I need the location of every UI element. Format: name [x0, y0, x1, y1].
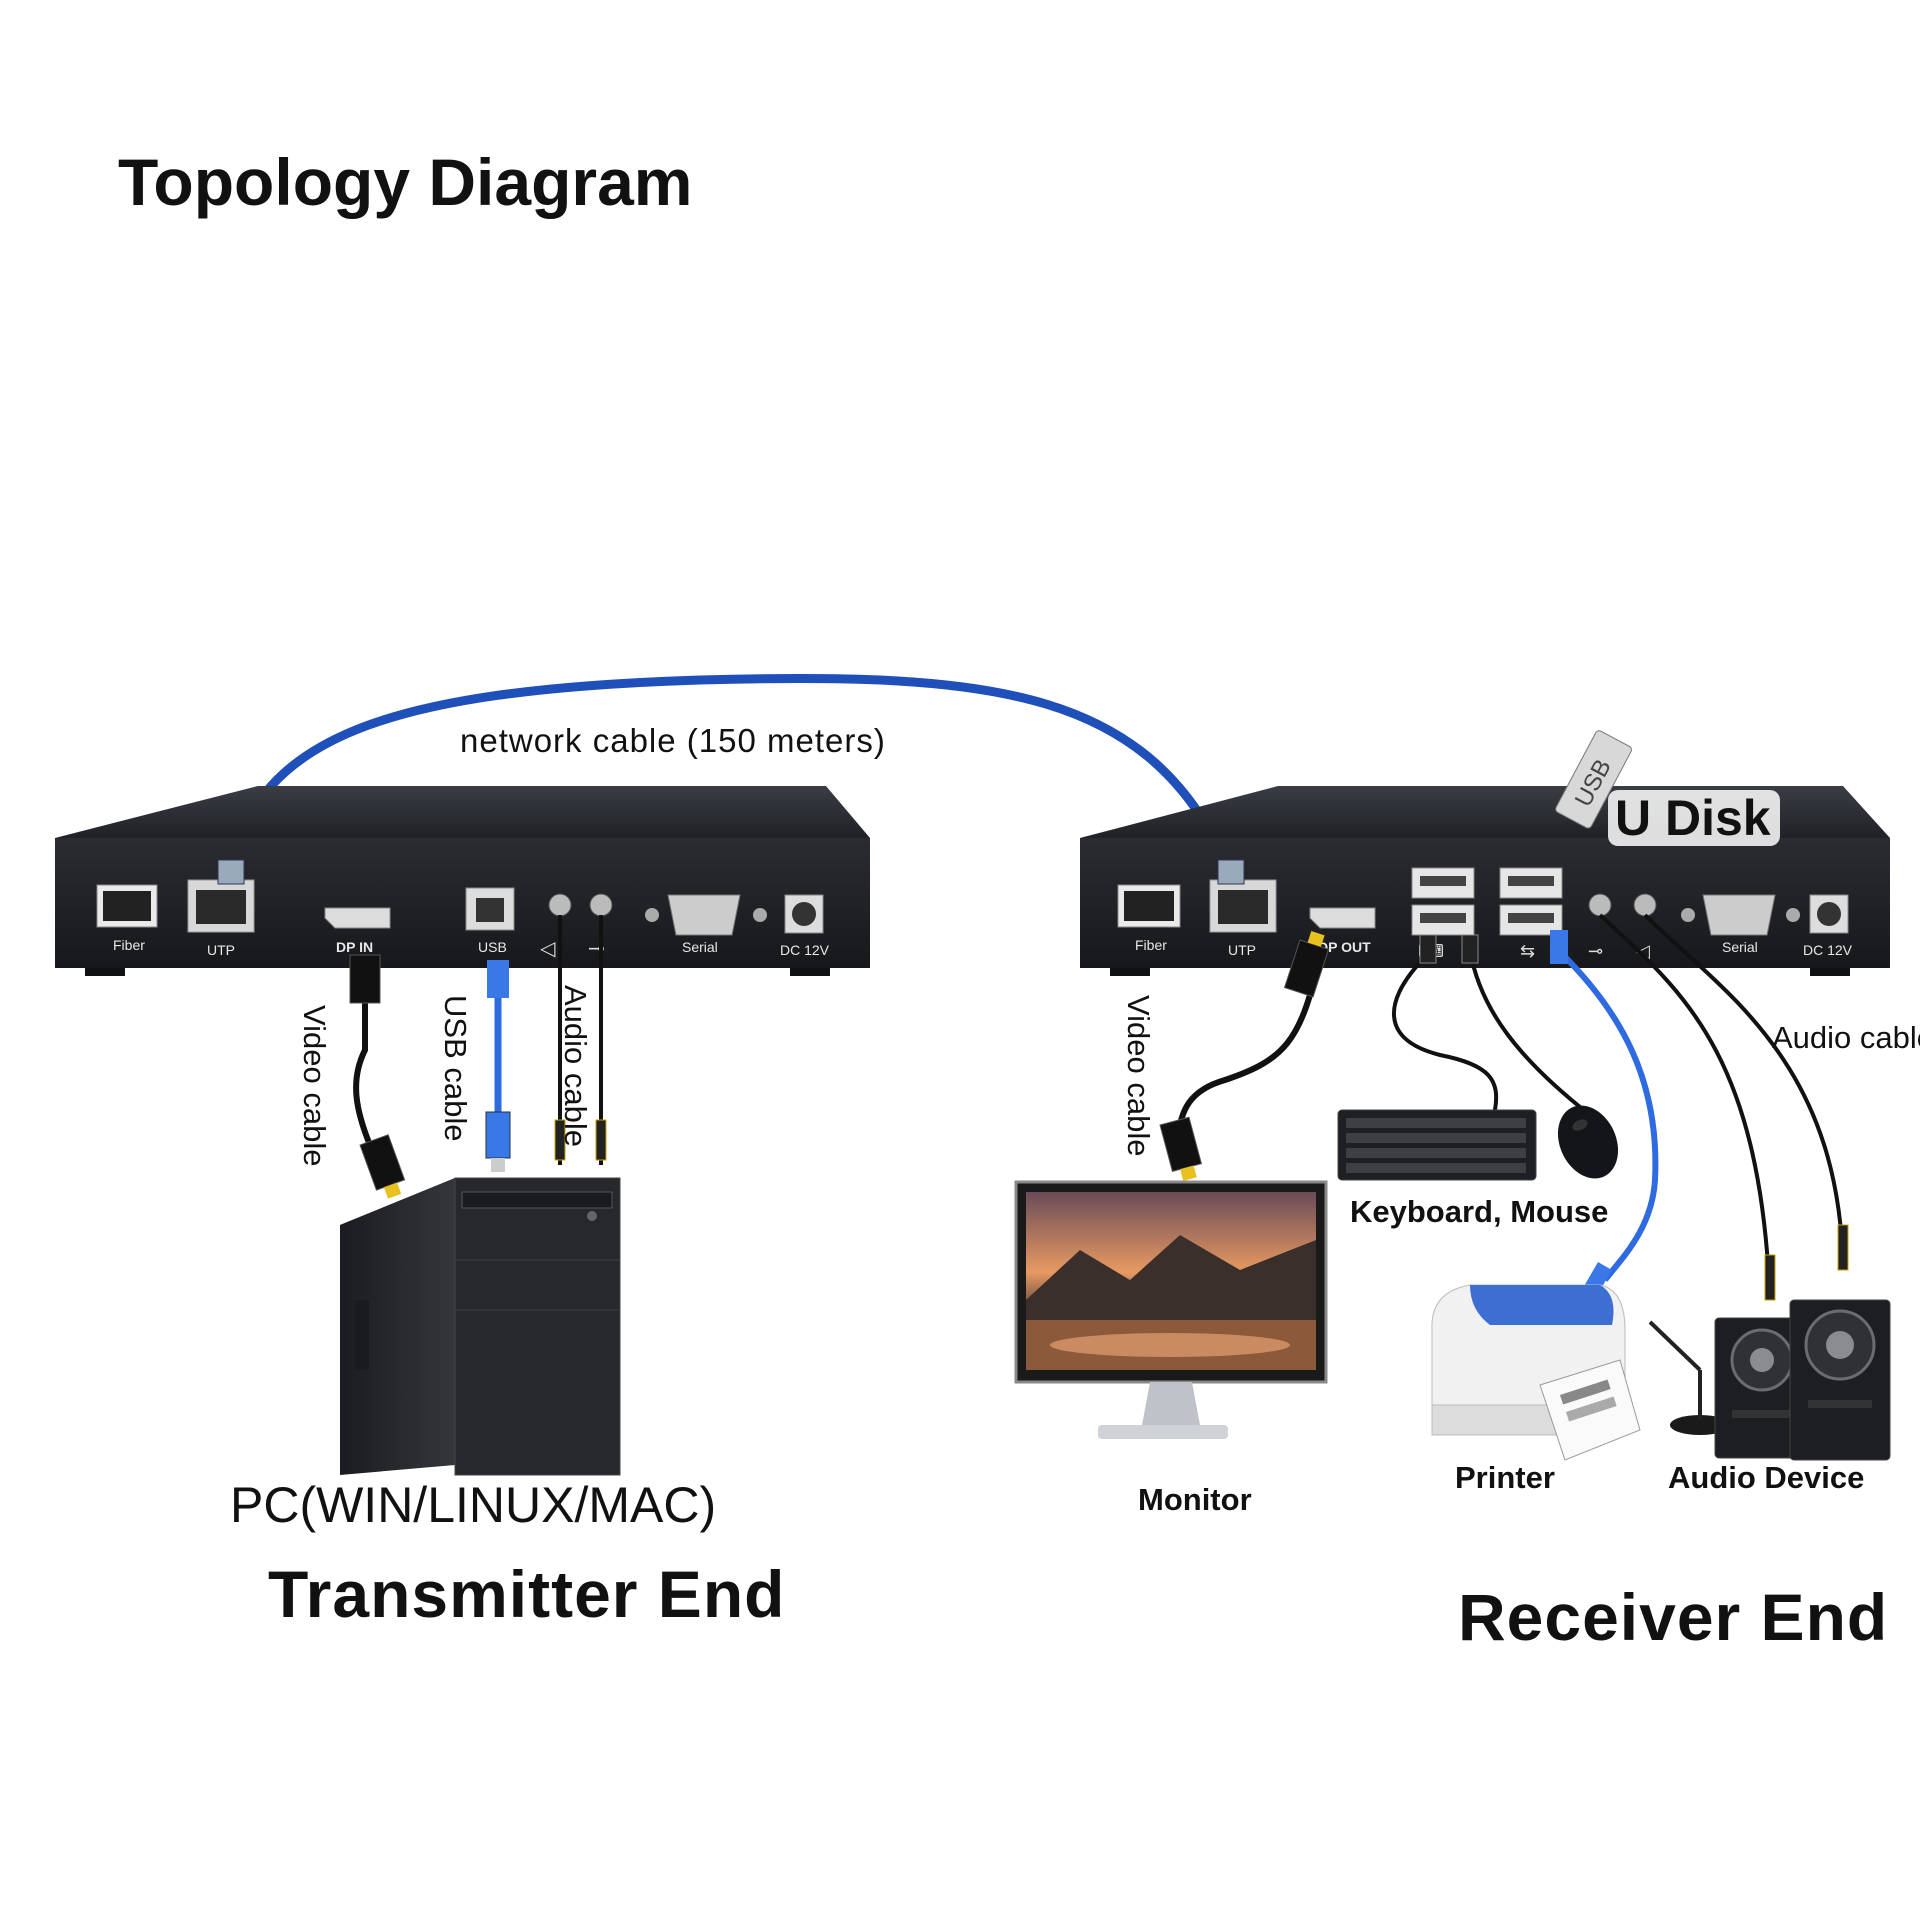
tx-utp-port	[187, 879, 255, 933]
rx-fiber-port	[1117, 884, 1181, 928]
rx-keyboard-cable	[1392, 948, 1499, 1111]
tx-fiber-port	[96, 884, 158, 928]
rx-network-plug	[1217, 859, 1245, 885]
tx-port-label: Serial	[682, 939, 718, 955]
rx-dp-connector-bottom	[1159, 1116, 1203, 1181]
tx-usb-cable-label: USB cable	[438, 995, 473, 1141]
rx-audio-plug-2	[1837, 1224, 1849, 1271]
tx-audio-plug-2	[595, 1119, 607, 1161]
tx-port-label: UTP	[207, 942, 235, 958]
diagram-title: Topology Diagram	[118, 145, 692, 219]
u-disk-label: U Disk	[1615, 790, 1771, 846]
rx-audio-cable-2	[1643, 913, 1845, 1271]
tx-audio-cable-label: Audio cable	[558, 985, 593, 1147]
printer-label: Printer	[1455, 1460, 1555, 1495]
audio-device	[1648, 1299, 1891, 1461]
receiver-end-label: Receiver End	[1458, 1580, 1888, 1654]
tx-port-label: DP IN	[336, 939, 373, 955]
rx-audio-plug-1	[1764, 1254, 1776, 1301]
rx-video-cable	[1175, 964, 1321, 1141]
tx-audio-jack-2	[589, 893, 613, 917]
audio-device-label: Audio Device	[1668, 1460, 1864, 1495]
speaker-icon: ◁	[539, 938, 556, 960]
tx-network-plug	[217, 859, 245, 885]
u-disk: USB U Disk	[1555, 730, 1780, 846]
rx-port-label: DC 12V	[1803, 942, 1853, 958]
rx-port-label: DP OUT	[1318, 939, 1371, 955]
tx-dp-in-port	[324, 907, 391, 929]
rx-utp-port	[1209, 879, 1277, 933]
rx-mouse-plug	[1461, 934, 1479, 964]
transmitter-box: ◁ ⊸ Fiber UTP DP IN USB Serial DC 12V	[55, 786, 870, 976]
tx-serial-port	[645, 894, 767, 936]
rx-audio-jack-2	[1633, 893, 1657, 917]
tx-dp-connector	[349, 954, 381, 1004]
tx-usb-port	[465, 887, 515, 931]
rx-dp-connector	[1283, 931, 1330, 998]
rx-audio-jack-1	[1588, 893, 1612, 917]
tx-port-label: USB	[478, 939, 507, 955]
rx-port-label: UTP	[1228, 942, 1256, 958]
rx-printer-usb-plug	[1550, 930, 1568, 964]
rx-dp-out-port	[1309, 907, 1376, 929]
tx-usb-a-plug	[485, 1111, 511, 1159]
rx-video-cable-label: Video cable	[1121, 995, 1156, 1156]
keyboard-mouse-label: Keyboard, Mouse	[1350, 1194, 1608, 1229]
keyboard	[1337, 1109, 1537, 1181]
pc-label: PC(WIN/LINUX/MAC)	[230, 1477, 716, 1533]
microphone-icon: ⊸	[1588, 941, 1603, 961]
tx-video-cable-label: Video cable	[297, 1005, 332, 1166]
tx-usb-a-tip	[491, 1158, 505, 1172]
monitor	[1014, 1180, 1328, 1439]
tx-port-label: Fiber	[113, 937, 145, 953]
tx-dp-connector-bottom	[359, 1134, 406, 1199]
rx-port-label: Serial	[1722, 939, 1758, 955]
mouse	[1557, 1105, 1619, 1179]
rx-mouse-cable	[1468, 949, 1592, 1117]
rx-serial-port	[1681, 894, 1800, 936]
rx-usb-stack-2	[1499, 867, 1563, 936]
rx-keyboard-plug	[1419, 934, 1437, 964]
network-cable	[225, 673, 1235, 875]
printer	[1431, 1284, 1641, 1461]
transmitter-end-label: Transmitter End	[268, 1557, 785, 1631]
monitor-label: Monitor	[1138, 1482, 1252, 1517]
tx-video-cable	[353, 965, 375, 1152]
tx-audio-plug-1	[554, 1119, 566, 1161]
speaker-icon: ◁	[1636, 941, 1650, 961]
usb-icon: ⇆	[1520, 941, 1535, 961]
rx-port-label: Fiber	[1135, 937, 1167, 953]
rx-usb-stack-1	[1411, 867, 1475, 936]
pc-tower	[340, 1177, 621, 1476]
tx-audio-jack-1	[548, 893, 572, 917]
rx-dc-port	[1809, 894, 1849, 934]
network-cable-label: network cable (150 meters)	[460, 722, 886, 759]
tx-usb-b-plug	[487, 960, 509, 998]
tx-port-label: DC 12V	[780, 942, 830, 958]
tx-dc-port	[784, 894, 824, 934]
rx-audio-cable-label: Audio cable	[1772, 1020, 1920, 1055]
rx-audio-cable-1	[1598, 913, 1772, 1301]
rx-printer-usb-cable	[1555, 947, 1659, 1282]
